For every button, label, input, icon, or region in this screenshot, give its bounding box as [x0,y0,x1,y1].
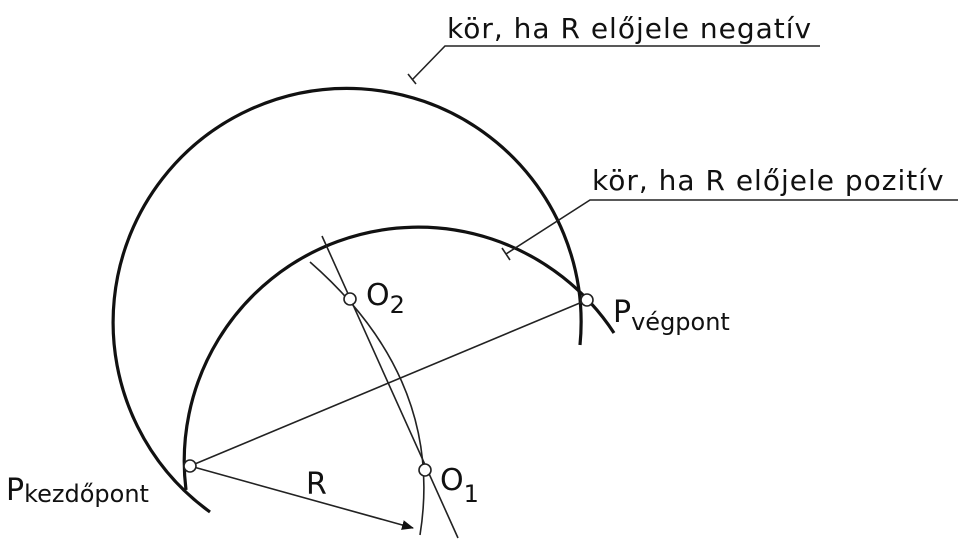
start-point-main: P [6,473,24,508]
end-point-marker [580,293,594,307]
radius-arrow [189,465,414,530]
positive-leader-line [505,199,958,255]
center2-label: O2 [366,278,405,319]
negative-circle-label: kör, ha R előjele negatív [447,12,812,45]
center-locus-arc [309,261,425,536]
center1-sub: 1 [464,480,479,508]
center1-main: O [440,463,464,498]
center2-marker [343,292,357,306]
end-point-label: Pvégpont [613,295,730,336]
end-point-main: P [613,295,631,330]
positive-radius-arc [182,225,616,491]
start-point-sub: kezdőpont [24,480,149,508]
positive-circle-label: kör, ha R előjele pozitív [592,164,945,197]
perpendicular-bisector [321,235,459,539]
negative-radius-arc [111,86,583,514]
negative-leader-tick [407,73,417,85]
radius-label: R [306,467,327,502]
center1-marker [418,463,432,477]
start-point-label: Pkezdőpont [6,473,149,508]
end-point-sub: végpont [631,308,730,336]
center2-sub: 2 [390,291,405,319]
start-point-marker [183,459,197,473]
center2-main: O [366,278,390,313]
negative-leader-line [411,45,820,81]
center1-label: O1 [440,463,479,508]
positive-leader-tick [501,247,511,261]
